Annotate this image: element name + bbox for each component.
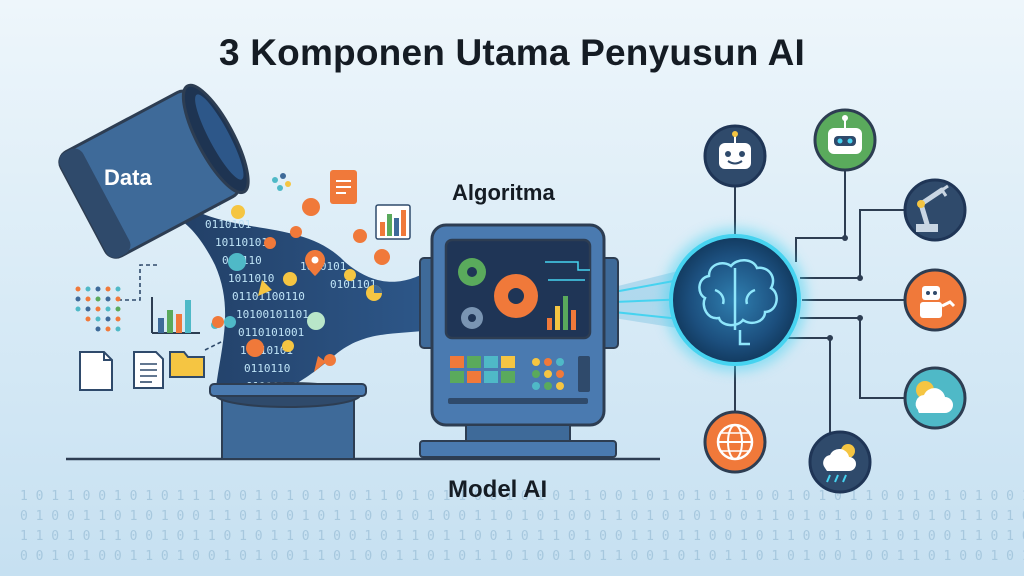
- label-model-ai: Model AI: [448, 476, 548, 503]
- data-barrel: [58, 83, 250, 259]
- sparkle-cluster-icon: [272, 173, 291, 191]
- svg-text:1011010: 1011010: [228, 272, 274, 285]
- dot-matrix: [75, 286, 121, 332]
- svg-text:1 1 0 1 0 1 1 0 0 1 0 1 1 0 1: 1 1 0 1 0 1 1 0 0 1 0 1 1 0 1 0 1 1 0 1 …: [20, 529, 1024, 544]
- data-stream: [170, 195, 430, 395]
- svg-text:0101101: 0101101: [330, 278, 376, 291]
- svg-text:10100101101: 10100101101: [236, 308, 309, 321]
- svg-text:01101100110: 01101100110: [232, 290, 305, 303]
- document-orange-icon: [330, 170, 357, 204]
- gear-icon: [458, 258, 486, 286]
- file-icon: [79, 351, 113, 391]
- dashed-connector: [118, 264, 160, 301]
- cloud-sun-icon: [903, 366, 967, 430]
- svg-text:10110101: 10110101: [215, 236, 268, 249]
- binary-background: 1 0 1 1 0 0 1 0 1 0 1 1 1 0 0 1 0 1 0 1 …: [20, 489, 1024, 564]
- label-data: Data: [104, 165, 152, 190]
- storm-icon: [808, 430, 872, 494]
- robot-head-icon: [813, 108, 877, 172]
- label-algoritma: Algoritma: [452, 180, 555, 205]
- location-pin-icon: [305, 250, 325, 276]
- svg-text:0110101001: 0110101001: [238, 326, 304, 339]
- svg-text:0110110: 0110110: [244, 362, 290, 375]
- chatbot-icon: [703, 124, 767, 188]
- svg-text:0 0 1 0 1 0 0 1 1 0 1 0 0 1 0: 0 0 1 0 1 0 0 1 1 0 1 0 0 1 0 1 0 0 1 1 …: [20, 549, 1024, 564]
- folder-icon: [169, 351, 205, 378]
- svg-text:0 1 0 0 1 1 0 1 0 1 0 0 1 1 0: 0 1 0 0 1 1 0 1 0 1 0 0 1 1 0 1 0 0 1 0 …: [20, 509, 1024, 524]
- mini-chart-icon: [375, 204, 411, 240]
- data-dot: [212, 316, 224, 328]
- svg-text:1 0 1 1 0 0 1 0 1 0 1 1 1 0 0: 1 0 1 1 0 0 1 0 1 0 1 1 1 0 0 1 0 1 0 1 …: [20, 489, 1024, 504]
- svg-text:0110101: 0110101: [205, 218, 251, 231]
- gear-icon-small: [461, 307, 483, 329]
- screen-bar-chart: [547, 296, 576, 330]
- brain-icon: [698, 259, 778, 346]
- model-ai-brain: [663, 228, 807, 372]
- receiving-pot: [209, 382, 367, 460]
- bar-chart-icon: [151, 297, 200, 334]
- control-dots: [532, 358, 564, 390]
- gear-icon-large: [494, 274, 538, 318]
- service-robot-icon: [903, 268, 967, 332]
- robot-arm-icon: [903, 178, 967, 242]
- control-panel-buttons: [450, 356, 515, 383]
- pie-chip-icon: [366, 285, 382, 301]
- algorithm-machine: [419, 223, 619, 458]
- globe-icon: [703, 410, 767, 474]
- data-particles: [211, 198, 390, 372]
- text-document-icon: [133, 351, 164, 389]
- page-title: 3 Komponen Utama Penyusun AI: [218, 32, 806, 73]
